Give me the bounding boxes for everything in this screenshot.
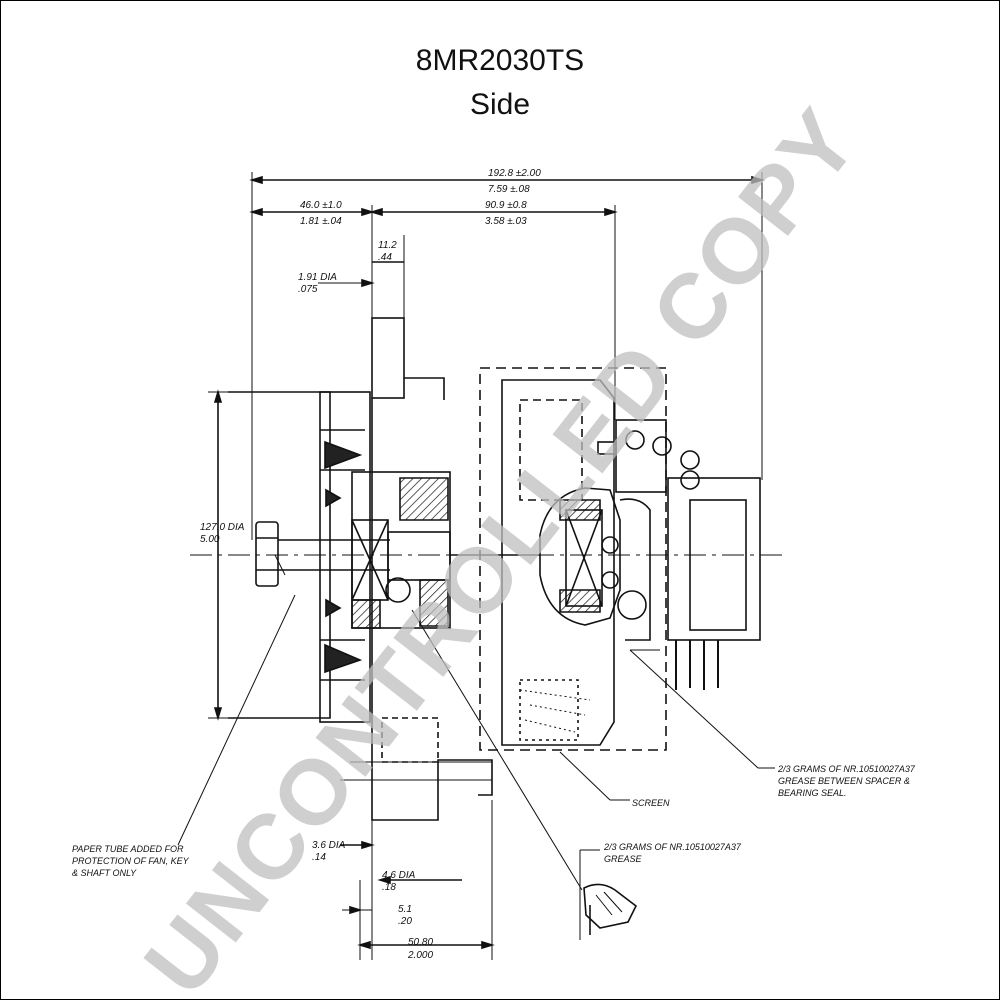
dim-bottom-dia-2-mm: 4.6 DIA xyxy=(382,870,416,881)
dimension-annotations: 192.8 ±2.00 7.59 ±.08 46.0 ±1.0 1.81 ±.0… xyxy=(200,168,541,961)
bottom-dimension-lines xyxy=(340,800,495,960)
dim-hole-dia-mm: 1.91 DIA xyxy=(298,272,337,283)
part-number-title: 8MR2030TS xyxy=(415,44,585,77)
note-paper-tube-line-3: & SHAFT ONLY xyxy=(72,868,137,878)
drive-end-housing xyxy=(340,317,493,821)
note-grease-upper-line-2: GREASE BETWEEN SPACER & xyxy=(778,776,910,786)
note-leaders xyxy=(411,609,775,940)
regulator-block xyxy=(597,419,761,690)
note-grease-upper-line-1: 2/3 GRAMS OF NR.10510027A37 xyxy=(777,764,916,774)
pulley-fan-assembly xyxy=(177,391,390,846)
grease-detail xyxy=(583,883,638,935)
dim-bottom-width-in: 2.000 xyxy=(407,950,433,961)
note-paper-tube-line-2: PROTECTION OF FAN, KEY xyxy=(72,856,190,866)
note-screen: SCREEN xyxy=(632,798,670,808)
dim-front-offset-mm: 46.0 ±1.0 xyxy=(300,200,342,211)
dim-bottom-dia-1-mm: 3.6 DIA xyxy=(312,840,346,851)
dim-bottom-width-mm: 50.80 xyxy=(408,937,433,948)
rear-bearing xyxy=(539,487,621,626)
dim-flange-in: .44 xyxy=(378,252,392,263)
drawing-notes: PAPER TUBE ADDED FOR PROTECTION OF FAN, … xyxy=(72,764,916,878)
note-paper-tube-line-1: PAPER TUBE ADDED FOR xyxy=(72,844,184,854)
note-grease-upper-line-3: BEARING SEAL. xyxy=(778,788,847,798)
dim-bottom-small-in: .20 xyxy=(398,916,412,927)
dim-bottom-small-mm: 5.1 xyxy=(398,904,412,915)
top-dimension-lines xyxy=(208,172,765,721)
note-grease-lower-line-2: GREASE xyxy=(604,854,643,864)
dim-pulley-dia-mm: 127.0 DIA xyxy=(200,522,245,533)
dim-front-offset-in: 1.81 ±.04 xyxy=(300,216,342,227)
rear-housing xyxy=(450,367,667,751)
dim-hole-dia-in: .075 xyxy=(298,284,318,295)
note-grease-lower-line-1: 2/3 GRAMS OF NR.10510027A37 xyxy=(603,842,742,852)
dim-rear-length-in: 3.58 ±.03 xyxy=(485,216,527,227)
dim-overall-length-in: 7.59 ±.08 xyxy=(488,184,530,195)
view-subtitle: Side xyxy=(469,88,531,121)
dim-rear-length-mm: 90.9 ±0.8 xyxy=(485,200,527,211)
dim-flange-mm: 11.2 xyxy=(378,240,397,251)
dim-bottom-dia-1-in: .14 xyxy=(312,852,326,863)
dim-bottom-dia-2-in: .18 xyxy=(382,882,396,893)
dim-pulley-dia-in: 5.00 xyxy=(200,534,220,545)
dim-overall-length-mm: 192.8 ±2.00 xyxy=(488,168,541,179)
